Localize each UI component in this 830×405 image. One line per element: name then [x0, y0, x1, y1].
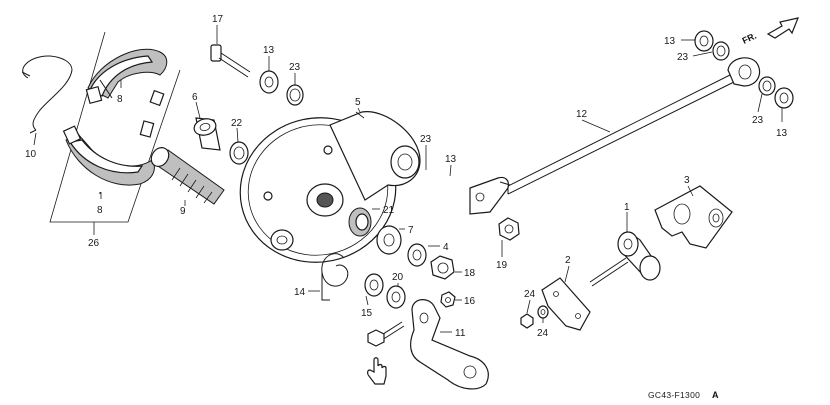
label-7: 7: [408, 225, 414, 236]
label-2: 2: [565, 255, 571, 266]
label-20: 20: [392, 272, 404, 283]
label-9: 9: [180, 206, 186, 217]
front-indicator-label: FR.: [741, 31, 758, 46]
label-23-rod-left: 23: [677, 52, 689, 63]
collar-6-group: [193, 117, 249, 165]
label-6: 6: [192, 92, 198, 103]
label-15: 15: [361, 308, 373, 319]
label-13-rod-left: 13: [664, 36, 676, 47]
label-4: 4: [443, 242, 449, 253]
label-13-bolt: 13: [263, 45, 275, 56]
label-18: 18: [464, 268, 476, 279]
label-14: 14: [294, 287, 306, 298]
front-direction-arrow-icon: [766, 17, 799, 39]
bolt-17-group: [210, 44, 304, 106]
return-spring: [321, 253, 349, 301]
label-23-rod-right: 23: [752, 115, 764, 126]
label-19: 19: [496, 260, 508, 271]
drawing-code-suffix: A: [712, 390, 719, 400]
brake-shoe-group: [21, 31, 181, 223]
label-17: 17: [212, 14, 224, 25]
label-24-upper: 24: [524, 289, 536, 300]
part-number-labels: 17 13 23 6 22 5 8 8 10 26 9 23 13 21 7 4…: [25, 14, 788, 339]
label-21: 21: [383, 205, 395, 216]
label-3: 3: [684, 175, 690, 186]
pivot-assembly: [589, 231, 661, 287]
label-5: 5: [355, 97, 361, 108]
bracket-2-group: [520, 277, 591, 331]
label-13-rod-right: 13: [776, 128, 788, 139]
label-13-panel: 13: [445, 154, 457, 165]
label-11: 11: [455, 328, 466, 339]
brake-cam-shaft: [150, 147, 225, 205]
label-26: 26: [88, 238, 100, 249]
rod-end-parts: [694, 30, 794, 109]
label-22: 22: [231, 118, 243, 129]
leader-lines: [33, 25, 783, 333]
label-24-lower: 24: [537, 328, 549, 339]
label-12: 12: [576, 109, 588, 120]
label-23-panel: 23: [420, 134, 432, 145]
drawing-code-text: GC43-F1300: [648, 390, 700, 400]
drawing-code: GC43-F1300 A: [648, 390, 719, 400]
label-1: 1: [624, 202, 630, 213]
hand-pointer-icon[interactable]: [367, 357, 387, 385]
label-8-lower: 8: [97, 205, 103, 216]
brake-rod: [469, 57, 761, 215]
label-23-bolt: 23: [289, 62, 301, 73]
label-16: 16: [464, 296, 476, 307]
label-8-upper: 8: [117, 94, 123, 105]
stop-plate: [654, 185, 733, 249]
brake-arm: [367, 299, 489, 390]
label-10: 10: [25, 149, 37, 160]
center-small-parts: [348, 207, 520, 309]
